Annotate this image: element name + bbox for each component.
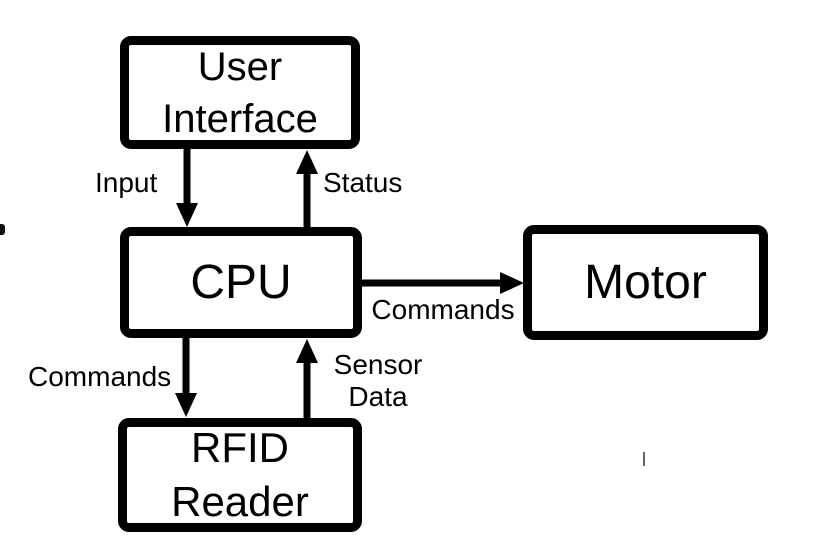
- node-rfid-reader-label-line2: Reader: [171, 478, 309, 525]
- node-cpu-label: CPU: [190, 255, 292, 309]
- node-rfid-reader-label-line1: RFID: [191, 424, 289, 471]
- arrow-ui-to-cpu: [176, 149, 198, 227]
- node-rfid-reader: RFID Reader: [118, 418, 362, 532]
- edge-label-status: Status: [323, 167, 403, 198]
- arrow-rfid-to-cpu: [296, 339, 318, 418]
- edge-label-commands-rfid: Commands: [28, 361, 172, 392]
- edge-label-sensor-data-line1: Sensor: [333, 349, 423, 380]
- node-user-interface-label-line2: Interface: [162, 96, 318, 141]
- edge-label-sensor-data: Sensor Data: [328, 349, 428, 413]
- edge-label-input: Input: [95, 167, 158, 198]
- edge-label-sensor-data-line2: Data: [348, 381, 408, 412]
- arrow-cpu-to-motor: [362, 272, 524, 294]
- arrow-cpu-to-rfid: [175, 338, 197, 417]
- node-user-interface: User Interface: [120, 36, 360, 149]
- arrow-cpu-to-ui: [296, 150, 318, 227]
- node-cpu: CPU: [120, 227, 362, 338]
- node-motor: Motor: [523, 225, 768, 340]
- edge-label-commands-motor: Commands: [371, 294, 515, 325]
- node-user-interface-label-line1: User: [197, 44, 283, 89]
- node-motor-label: Motor: [584, 255, 707, 309]
- left-edge-mark: [0, 224, 5, 235]
- stray-tick-mark: [643, 452, 645, 466]
